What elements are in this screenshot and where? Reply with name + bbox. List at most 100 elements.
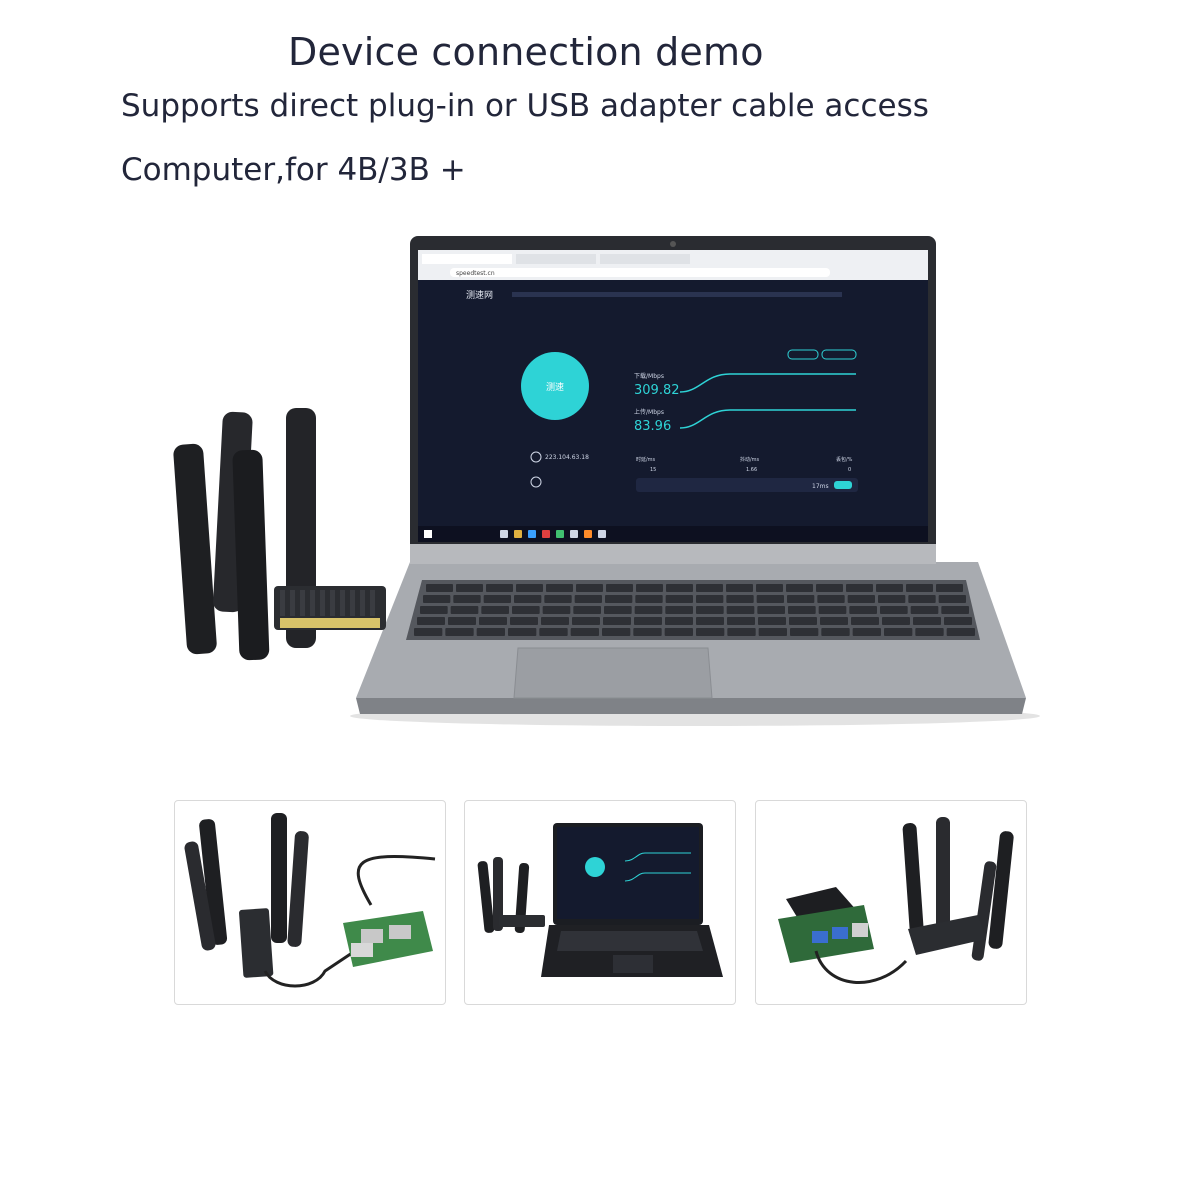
keyboard-key (884, 628, 913, 636)
keyboard-key (602, 628, 631, 636)
keyboard-key (820, 617, 848, 625)
heatsink-fin (280, 590, 285, 616)
keyboard-key (941, 606, 969, 614)
address-bar (450, 268, 830, 277)
modem-dongle (499, 915, 545, 927)
heatsink-fin (350, 590, 355, 616)
keyboard-key (450, 606, 479, 614)
keyboard-key (634, 606, 663, 614)
heatsink-fin (320, 590, 325, 616)
browser-tab (516, 254, 596, 264)
laptop-base-edge (356, 698, 1026, 714)
taskbar-icon (542, 530, 550, 538)
jetson-illustration (778, 817, 1014, 984)
taskbar-icon (556, 530, 564, 538)
keyboard-key (476, 628, 505, 636)
download-graph (679, 373, 856, 393)
screen-pill-button (821, 349, 857, 360)
taskbar-icon (570, 530, 578, 538)
taskbar-icon (514, 530, 522, 538)
keyboard-key (541, 617, 569, 625)
usb-cable (356, 855, 436, 906)
taskbar-icon (500, 530, 508, 538)
keyboard-key (946, 628, 975, 636)
keyboard-key (696, 606, 724, 614)
taskbar-icons (500, 530, 606, 538)
keyboard-key (453, 595, 481, 603)
keyboard-key (606, 584, 633, 592)
ip-icon (530, 451, 542, 463)
page-title: Device connection demo (288, 30, 764, 74)
keyboard-key (426, 584, 453, 592)
site-brand: 测速网 (466, 290, 493, 301)
keyboard-key (908, 595, 936, 603)
keyboard-key (789, 617, 817, 625)
antenna (199, 819, 228, 945)
keyboard-key (696, 617, 724, 625)
loss-label: 丢包/% (836, 456, 853, 463)
laptop-illustration (477, 823, 723, 977)
keyboard-key (846, 584, 873, 592)
keyboard-key (636, 584, 663, 592)
keyboard-key (514, 595, 542, 603)
page-subtitle: Supports direct plug-in or USB adapter c… (121, 88, 929, 124)
keyboard-key (665, 606, 693, 614)
keyboard-key (910, 606, 939, 614)
antenna (232, 449, 270, 661)
keyboard-key (944, 617, 972, 625)
speedtest-start-button (521, 352, 589, 420)
keyboard-key (938, 595, 966, 603)
taskbar (418, 526, 928, 542)
keyboard-key (696, 584, 723, 592)
keyboard-key (633, 628, 662, 636)
heatsink-fin (290, 590, 295, 616)
modem-heatsink (280, 590, 375, 616)
compatibility-note: Computer,for 4B/3B + (121, 152, 466, 188)
keyboard (557, 931, 703, 951)
keyboard-key (516, 584, 543, 592)
antenna (287, 831, 309, 947)
download-label: 下载/Mbps (634, 372, 664, 380)
raspberry-pi-board (343, 911, 433, 967)
modem-dongle (908, 915, 986, 955)
keyboard-key (849, 606, 877, 614)
keyboard-key (572, 617, 600, 625)
keyboard-key (635, 595, 663, 603)
loss-value: 0 (848, 467, 851, 473)
keyboard-key (510, 617, 538, 625)
taskbar-icon (598, 530, 606, 538)
thumbnail-laptop-connection (464, 800, 736, 1005)
keyboard-key (481, 606, 509, 614)
antenna (173, 443, 217, 655)
browser-tab (600, 254, 690, 264)
game-ping-badge (834, 481, 852, 489)
touchpad (613, 955, 653, 973)
keyboard-key (605, 595, 633, 603)
keyboard-key (756, 595, 784, 603)
keyboard-key (726, 584, 753, 592)
keyboard-keys (414, 584, 975, 636)
latency-label: 时延/ms (636, 456, 656, 463)
game-ping-value: 17ms (812, 483, 829, 490)
keyboard-key (757, 606, 785, 614)
keyboard-key (479, 617, 507, 625)
hero-illustration: speedtest.cn 测速网 测速 223.104.63.18 下载/Mbp… (173, 236, 1040, 726)
keyboard-key (851, 617, 879, 625)
browser-tab (422, 254, 512, 264)
usb-port (361, 929, 383, 943)
ip-address: 223.104.63.18 (545, 454, 589, 461)
keyboard-key (821, 628, 850, 636)
url-text: speedtest.cn (456, 270, 495, 277)
latency-value: 15 (650, 467, 656, 473)
keyboard-key (664, 628, 693, 636)
touchpad (513, 647, 713, 699)
keyboard-key (818, 606, 847, 614)
keyboard-key (445, 628, 474, 636)
keyboard-key (696, 628, 725, 636)
keyboard-key (570, 628, 599, 636)
keyboard-key (420, 606, 448, 614)
jitter-value: 1.66 (746, 467, 757, 473)
keyboard-key (539, 628, 568, 636)
antenna (936, 817, 950, 935)
keyboard-key (696, 595, 724, 603)
